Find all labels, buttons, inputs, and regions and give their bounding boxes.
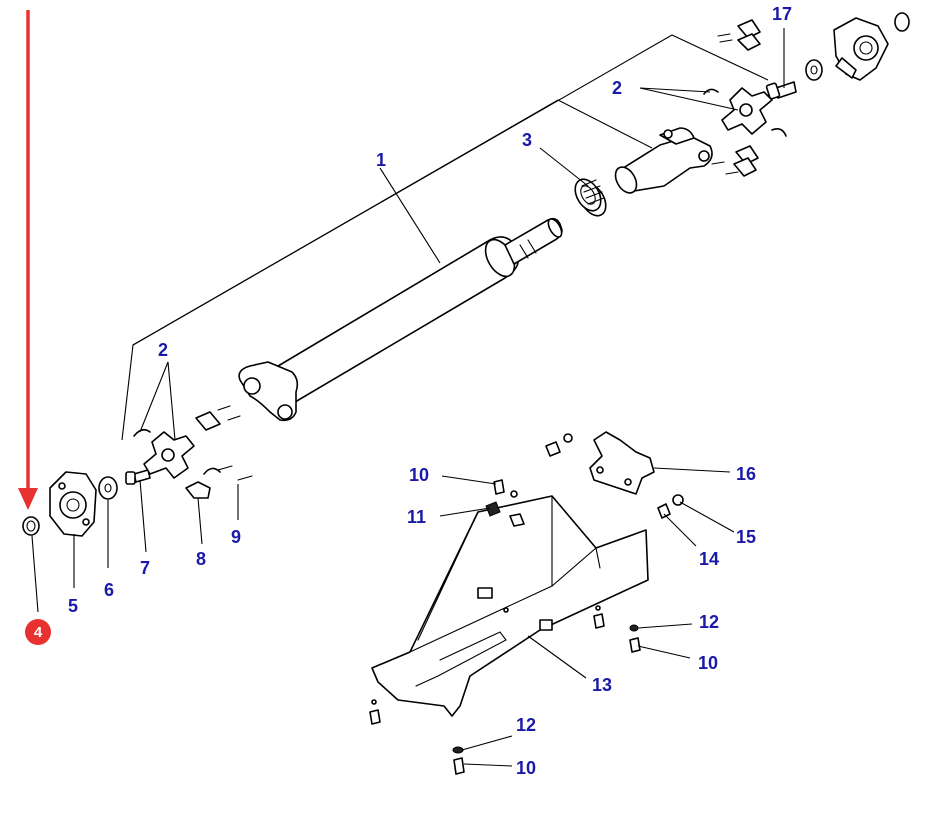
highlight-arrow bbox=[18, 10, 38, 510]
bearing-ring bbox=[574, 178, 607, 217]
guard-shield bbox=[371, 495, 649, 717]
callout-2: 2 bbox=[158, 340, 168, 360]
callout-13: 13 bbox=[592, 675, 612, 695]
callout-12: 12 bbox=[699, 612, 719, 632]
callout-15: 15 bbox=[736, 527, 756, 547]
callout-10: 10 bbox=[409, 465, 429, 485]
drive-shaft-tube bbox=[238, 217, 563, 422]
washer-and-bolt bbox=[98, 469, 151, 500]
lower-universal-joint bbox=[133, 405, 253, 499]
callout-10: 10 bbox=[516, 758, 536, 778]
callout-17: 17 bbox=[772, 4, 792, 24]
highlight-badge[interactable]: 4 bbox=[25, 619, 51, 645]
callout-labels: 1 2 2 3 5 6 7 8 9 10 10 10 11 12 12 13 1… bbox=[68, 4, 792, 778]
callout-16: 16 bbox=[736, 464, 756, 484]
callout-10: 10 bbox=[698, 653, 718, 673]
callout-2: 2 bbox=[612, 78, 622, 98]
callout-1: 1 bbox=[376, 150, 386, 170]
fasteners bbox=[369, 433, 684, 775]
lower-flange-yoke bbox=[49, 471, 97, 537]
callout-5: 5 bbox=[68, 596, 78, 616]
callout-6: 6 bbox=[104, 580, 114, 600]
upper-flange-yoke bbox=[833, 12, 910, 81]
circlip-ring bbox=[22, 516, 40, 536]
highlight-badge-label: 4 bbox=[34, 624, 43, 641]
assembly-bracket-lines bbox=[121, 34, 769, 441]
callout-14: 14 bbox=[699, 549, 719, 569]
callout-7: 7 bbox=[140, 558, 150, 578]
callout-11: 11 bbox=[407, 507, 426, 527]
mounting-bracket bbox=[589, 431, 655, 495]
upper-clips-and-bolts bbox=[711, 19, 823, 177]
callout-8: 8 bbox=[196, 549, 206, 569]
upper-universal-joint bbox=[703, 87, 787, 137]
callout-leaders bbox=[31, 28, 785, 767]
callout-3: 3 bbox=[522, 130, 532, 150]
callout-9: 9 bbox=[231, 527, 241, 547]
callout-12: 12 bbox=[516, 715, 536, 735]
slip-yoke bbox=[614, 127, 713, 194]
